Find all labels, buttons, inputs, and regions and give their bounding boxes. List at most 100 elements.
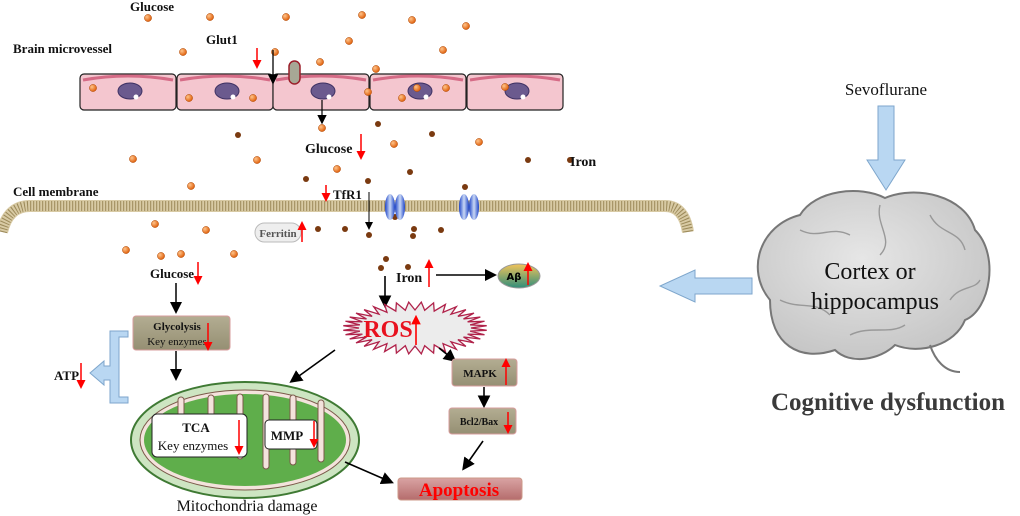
iron-particle — [235, 132, 241, 138]
glucose-particle — [206, 13, 214, 21]
iron-particle — [383, 256, 389, 262]
atp-bracket-arrow-icon — [89, 330, 129, 404]
vessel-cell — [369, 73, 467, 111]
cortex-label-line2: hippocampus — [811, 289, 939, 315]
glucose-particle — [230, 250, 238, 258]
glucose-particle — [157, 252, 165, 260]
apoptosis-box: Apoptosis — [397, 477, 523, 501]
glucose-particle — [333, 165, 341, 173]
vessel-cell — [272, 73, 370, 111]
glucose-particle — [129, 155, 137, 163]
particles — [89, 11, 573, 271]
glut1-transporter — [288, 60, 301, 85]
glut1-label: Glut1 — [206, 32, 238, 47]
glucose-particle — [372, 65, 380, 73]
glucose-particle — [345, 37, 353, 45]
glucose-particle — [185, 94, 193, 102]
atp-label: ATP — [54, 368, 79, 383]
cell-membrane-label: Cell membrane — [13, 184, 99, 199]
glucose-particle — [390, 140, 398, 148]
glycolysis-key-enzymes-label: Key enzymes — [147, 336, 207, 348]
glucose-particle — [413, 84, 421, 92]
mmp-box: MMP — [264, 419, 318, 450]
brain-to-pathway-arrow-icon — [658, 269, 753, 303]
ros-to-mito-arrow-icon — [289, 349, 336, 383]
iron-particle — [567, 157, 573, 163]
tca-label: TCA — [182, 420, 210, 435]
glucose-particle — [398, 94, 406, 102]
tfr1-receptor — [385, 194, 405, 220]
glucose-particle — [316, 58, 324, 66]
apoptosis-label: Apoptosis — [419, 480, 499, 501]
iron-particle — [366, 232, 372, 238]
bcl2-to-apoptosis-arrow-icon — [462, 440, 484, 471]
vessel-cell — [176, 73, 274, 111]
iron-particle — [411, 226, 417, 232]
glucose-particle — [439, 46, 447, 54]
cortex-label-line1: Cortex or — [824, 259, 915, 285]
iron-particle — [525, 157, 531, 163]
cognitive-dysfunction-label: Cognitive dysfunction — [771, 389, 1005, 416]
glucose-particle — [187, 182, 195, 190]
glucose-particle — [442, 84, 450, 92]
tfr1-label: TfR1 — [333, 187, 362, 202]
iron-particle — [315, 226, 321, 232]
bcl2-bax-label: Bcl2/Bax — [460, 417, 498, 428]
glucose-particle — [462, 22, 470, 30]
ferritin-label: Ferritin — [259, 228, 296, 240]
mitochondria-damage-label: Mitochondria damage — [177, 498, 318, 515]
glucose-particle — [364, 88, 372, 96]
sevoflurane-label: Sevoflurane — [845, 80, 927, 99]
glucose-label-top: Glucose — [130, 0, 174, 14]
iron-particle — [462, 184, 468, 190]
iron-particle — [407, 169, 413, 175]
glucose-particle — [475, 138, 483, 146]
ferritin: Ferritin — [254, 222, 302, 243]
mapk-box: MAPK — [451, 358, 518, 387]
glucose-particle — [318, 124, 326, 132]
brain-microvessel-label: Brain microvessel — [13, 41, 112, 56]
glycolysis-label: Glycolysis — [153, 321, 201, 333]
glucose-particle — [177, 250, 185, 258]
iron-particle — [429, 131, 435, 137]
iron-label-low: Iron — [396, 271, 422, 286]
brain-icon — [756, 190, 991, 373]
vessel-cell — [79, 73, 177, 111]
glycolysis-box: Glycolysis Key enzymes — [132, 315, 231, 351]
glucose-particle — [358, 11, 366, 19]
ros-to-mapk-arrow-icon — [438, 347, 457, 362]
glucose-particle — [122, 246, 130, 254]
tca-key-enzymes-label: Key enzymes — [158, 438, 228, 453]
glucose-particle — [253, 156, 261, 164]
cell-membrane — [0, 200, 694, 234]
iron-particle — [405, 264, 411, 270]
vessel-cell — [466, 73, 564, 111]
ros-label: ROS — [363, 317, 412, 343]
iron-particle — [410, 233, 416, 239]
glucose-particle — [202, 226, 210, 234]
glucose-label-low: Glucose — [150, 266, 194, 281]
iron-label-top: Iron — [570, 155, 596, 170]
glucose-particle — [249, 94, 257, 102]
sevoflurane-down-arrow-icon — [866, 105, 906, 191]
glucose-particle — [501, 83, 509, 91]
iron-particle — [375, 121, 381, 127]
iron-particle — [342, 226, 348, 232]
glucose-particle — [151, 220, 159, 228]
glucose-label-mid: Glucose — [305, 142, 352, 157]
abeta: Aβ — [497, 263, 541, 289]
glucose-particle — [179, 48, 187, 56]
iron-particle — [378, 265, 384, 271]
glucose-particle — [282, 13, 290, 21]
mmp-label: MMP — [271, 428, 304, 443]
iron-particle — [303, 176, 309, 182]
ros-starburst-icon — [343, 300, 487, 356]
glucose-particle — [89, 84, 97, 92]
brain-microvessel-cells — [79, 73, 564, 111]
tfr1-receptor-2 — [459, 194, 479, 220]
bcl2-bax-box: Bcl2/Bax — [448, 407, 517, 435]
glucose-particle — [408, 16, 416, 24]
tca-box: TCA Key enzymes — [151, 413, 248, 458]
